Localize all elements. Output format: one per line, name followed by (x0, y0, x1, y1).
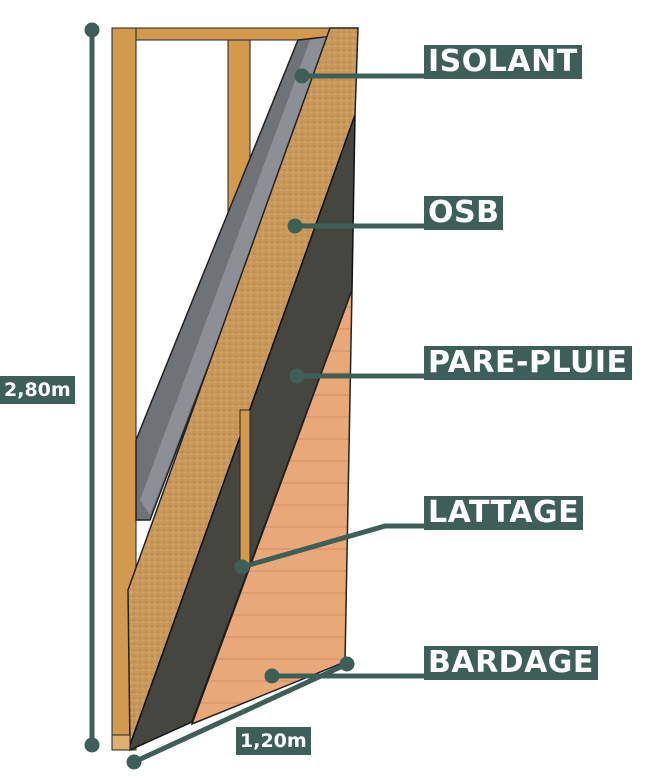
bardage-layer (190, 289, 353, 726)
post-bottom (111, 734, 131, 751)
label-lattage: LATTAGE (424, 496, 584, 530)
label-pare-pluie: PARE-PLUIE (424, 346, 632, 380)
label-osb: OSB (424, 196, 504, 230)
top-rail (111, 27, 335, 41)
height-dimension-label: 2,80m (0, 376, 75, 404)
label-isolant: ISOLANT (424, 45, 582, 79)
lattage-batten (239, 409, 251, 571)
leader-lattage (241, 523, 426, 570)
label-bardage: BARDAGE (424, 646, 598, 680)
width-dimension-label: 1,20m (236, 727, 311, 755)
width-dimension-line (132, 661, 349, 765)
